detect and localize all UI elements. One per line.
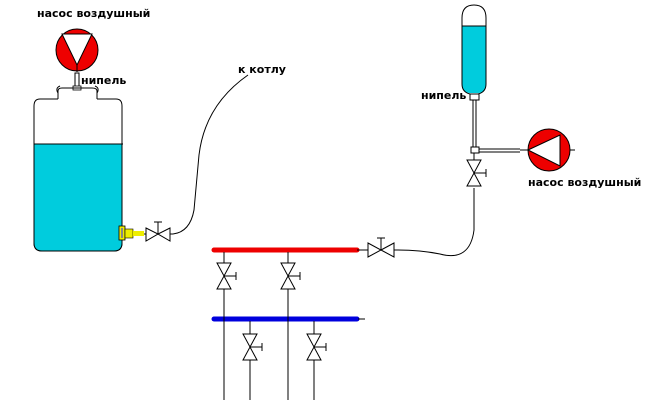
pump-left bbox=[55, 28, 99, 72]
to-boiler-label: к котлу bbox=[238, 63, 286, 76]
valve-tank-outlet[interactable] bbox=[145, 221, 173, 242]
valve-hot-line[interactable] bbox=[367, 237, 398, 258]
nipple-right bbox=[469, 93, 480, 101]
pump-left-label: насос воздушный bbox=[37, 7, 150, 20]
tank bbox=[33, 85, 123, 252]
pump-right-label: насос воздушный bbox=[528, 176, 641, 189]
expansion-vessel bbox=[461, 4, 487, 95]
valve-riser-4[interactable] bbox=[306, 333, 327, 361]
valve-riser-1[interactable] bbox=[216, 262, 237, 290]
nipple-right-label: нипель bbox=[421, 89, 466, 102]
hose-to-vessel bbox=[397, 188, 475, 256]
nipple-left-label: нипель bbox=[81, 74, 126, 87]
valve-riser-2[interactable] bbox=[280, 262, 301, 290]
pump-left-triangle bbox=[61, 33, 93, 67]
hose-to-boiler bbox=[172, 74, 249, 235]
valve-vessel[interactable] bbox=[466, 159, 487, 187]
valve-riser-3[interactable] bbox=[242, 333, 263, 361]
tank-outlet-fitting bbox=[118, 225, 146, 241]
pump-right bbox=[520, 128, 575, 172]
